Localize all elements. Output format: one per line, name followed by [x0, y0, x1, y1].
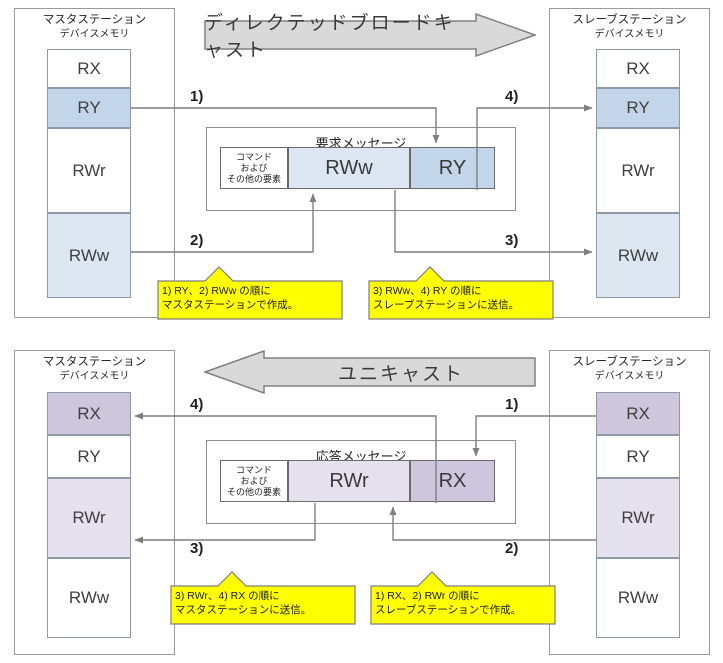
top-step-3: 3): [505, 232, 519, 249]
top-master-title: マスタステーション: [42, 14, 147, 26]
bottom-step-4: 4): [190, 396, 204, 413]
cell-label: RWw: [68, 245, 110, 265]
top-master-cell-rwr: RWr: [47, 128, 131, 213]
cell-label: RWr: [72, 160, 106, 180]
cell-label: RX: [626, 58, 650, 78]
top-step-1: 1): [190, 88, 204, 105]
top-master-subtitle: デバイスメモリ: [59, 29, 130, 40]
field-label: RWw: [325, 156, 373, 179]
cell-label: RWr: [621, 160, 655, 180]
bottom-master-title: マスタステーション: [42, 356, 147, 368]
bottom-field-rx: RX: [410, 460, 495, 502]
bottom-step-2: 2): [505, 540, 519, 557]
cell-label: RY: [77, 98, 101, 117]
cell-label: RY: [626, 446, 650, 466]
field-label: RY: [438, 156, 467, 179]
cell-label: RWr: [621, 508, 655, 527]
bottom-banner-arrow: ユニキャスト: [204, 350, 536, 394]
bottom-slave-cell-rwr: RWr: [596, 478, 680, 558]
top-field-ry: RY: [410, 147, 495, 189]
field-label: RX: [438, 469, 467, 492]
cell-label: RX: [77, 58, 101, 78]
top-field-rww: RWw: [288, 147, 410, 189]
top-callout-right: 3) RWw、4) RY の順に スレーブステーションに送信。: [368, 265, 554, 320]
bottom-master-cell-rx: RX: [47, 392, 131, 435]
top-master-cell-ry: RY: [47, 88, 131, 128]
top-master-cell-rww: RWw: [47, 213, 131, 298]
bottom-step-1: 1): [505, 396, 519, 413]
cell-label: RWw: [68, 588, 110, 607]
top-slave-subtitle: デバイスメモリ: [594, 29, 665, 40]
top-slave-cell-rwr: RWr: [596, 128, 680, 213]
top-master-cell-rx: RX: [47, 49, 131, 88]
bottom-callout-right-text: 1) RX、2) RWr の順に スレーブステーションで作成。: [375, 590, 522, 616]
top-step-2: 2): [190, 232, 204, 249]
top-callout-left-text: 1) RY、2) RWw の順に マスタステーションで作成。: [162, 285, 299, 311]
field-label: コマンド および その他の要素: [226, 464, 281, 497]
cell-label: RX: [626, 403, 650, 423]
field-label: RWr: [329, 469, 369, 492]
bottom-slave-cell-rww: RWw: [596, 558, 680, 638]
top-field-command: コマンド および その他の要素: [220, 147, 288, 189]
top-step-4: 4): [505, 88, 519, 105]
bottom-slave-cell-ry: RY: [596, 435, 680, 478]
bottom-slave-subtitle: デバイスメモリ: [594, 371, 665, 382]
bottom-slave-title: スレーブステーション: [572, 356, 687, 368]
top-slave-title: スレーブステーション: [572, 14, 687, 26]
bottom-field-rwr: RWr: [288, 460, 410, 502]
bottom-master-subtitle: デバイスメモリ: [59, 371, 130, 382]
top-slave-cell-rx: RX: [596, 49, 680, 88]
bottom-step-3: 3): [190, 540, 204, 557]
cell-label: RWw: [617, 245, 659, 265]
bottom-callout-left-text: 3) RWr、4) RX の順に マスタステーションに送信。: [175, 590, 312, 616]
bottom-master-cell-rwr: RWr: [47, 478, 131, 558]
top-banner-arrow: ディレクテッドブロードキャスト: [204, 13, 536, 61]
cell-label: RWw: [617, 588, 659, 607]
bottom-master-cell-rww: RWw: [47, 558, 131, 638]
top-slave-cell-rww: RWw: [596, 213, 680, 298]
cell-label: RY: [77, 446, 101, 466]
bottom-master-cell-ry: RY: [47, 435, 131, 478]
field-label: コマンド および その他の要素: [226, 151, 281, 184]
top-slave-cell-ry: RY: [596, 88, 680, 128]
bottom-field-command: コマンド および その他の要素: [220, 460, 288, 502]
bottom-slave-cell-rx: RX: [596, 392, 680, 435]
top-callout-left: 1) RY、2) RWw の順に マスタステーションで作成。: [157, 265, 343, 320]
cell-label: RX: [77, 403, 101, 423]
cell-label: RY: [626, 98, 650, 117]
cell-label: RWr: [72, 508, 106, 527]
top-callout-right-text: 3) RWw、4) RY の順に スレーブステーションに送信。: [373, 285, 520, 311]
bottom-callout-left: 3) RWr、4) RX の順に マスタステーションに送信。: [170, 570, 356, 625]
bottom-callout-right: 1) RX、2) RWr の順に スレーブステーションで作成。: [370, 570, 556, 625]
